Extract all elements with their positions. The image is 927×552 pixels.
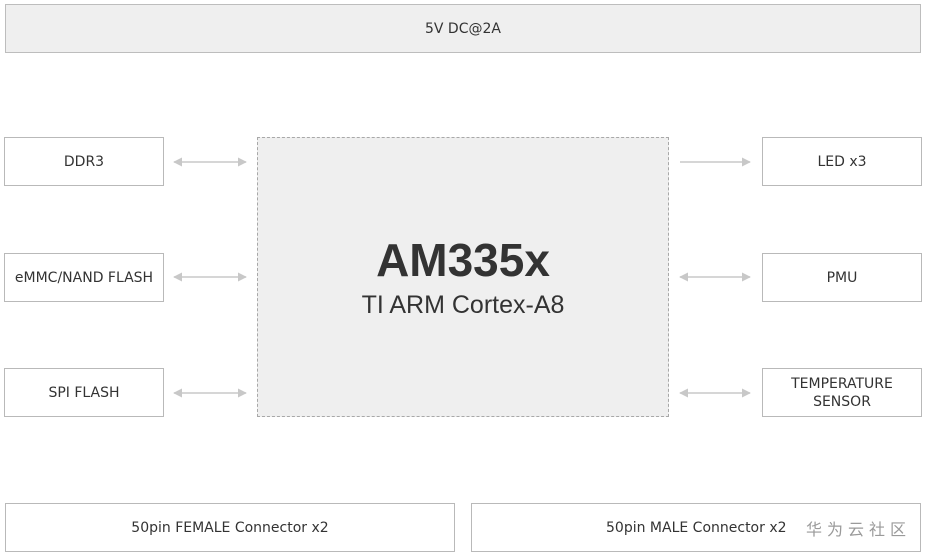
female-connector-label: 50pin FEMALE Connector x2 [131,519,329,536]
male-connector-block: 50pin MALE Connector x2 [471,503,921,552]
ddr3-label: DDR3 [63,153,105,170]
cpu-block: AM335x TI ARM Cortex-A8 [257,137,669,417]
female-connector-block: 50pin FEMALE Connector x2 [5,503,455,552]
pmu-block: PMU [762,253,922,302]
cpu-subtitle: TI ARM Cortex-A8 [361,291,565,319]
watermark: 华为云社区 [806,520,912,539]
pmu-label: PMU [826,269,858,286]
ddr3-block: DDR3 [4,137,164,186]
temperature-sensor-block: TEMPERATURE SENSOR [762,368,922,417]
emmc-nand-flash-block: eMMC/NAND FLASH [4,253,164,302]
led-block: LED x3 [762,137,922,186]
emmc-nand-flash-label: eMMC/NAND FLASH [14,269,154,286]
spi-flash-label: SPI FLASH [48,384,120,401]
power-supply-block: 5V DC@2A [5,4,921,53]
temperature-sensor-label: TEMPERATURE SENSOR [791,375,893,410]
male-connector-label: 50pin MALE Connector x2 [606,519,787,536]
cpu-title: AM335x [376,234,550,286]
power-supply-label: 5V DC@2A [425,20,501,37]
spi-flash-block: SPI FLASH [4,368,164,417]
led-label: LED x3 [817,153,867,170]
